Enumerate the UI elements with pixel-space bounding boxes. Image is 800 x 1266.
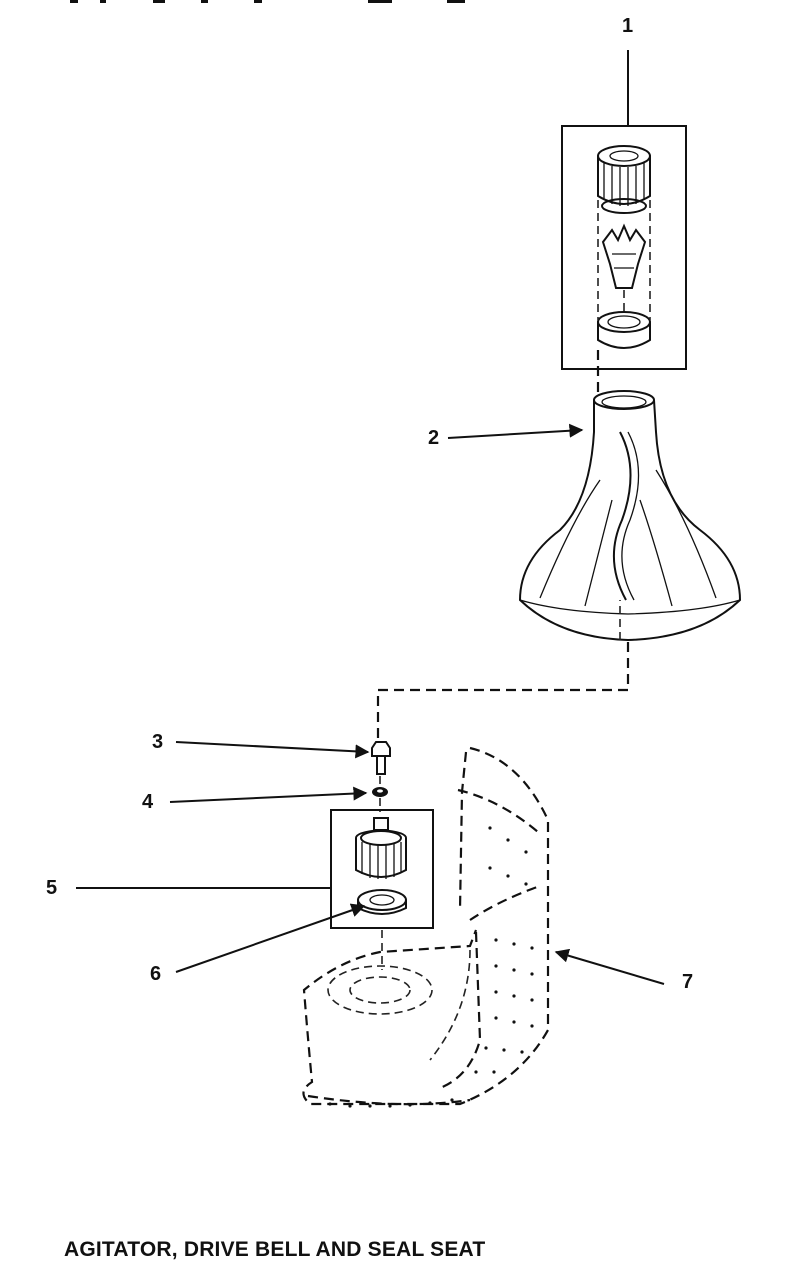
wash-tub — [302, 746, 550, 1108]
callout-5: 5 — [46, 877, 58, 899]
callout-3-leader — [175, 741, 370, 759]
callout-4-leader — [169, 786, 368, 803]
callout-6-leader — [175, 903, 366, 973]
bolt — [371, 741, 391, 775]
callout-4: 4 — [142, 791, 154, 813]
assembly-dashed-path — [376, 642, 630, 742]
diagram-caption: AGITATOR, DRIVE BELL AND SEAL SEAT — [64, 1238, 486, 1261]
callout-7: 7 — [682, 971, 694, 993]
cropped-top-marks — [70, 0, 465, 3]
agitator-spline — [601, 223, 647, 289]
callout-3: 3 — [152, 731, 164, 753]
seal-kit-box — [330, 809, 434, 929]
agitator-cap — [597, 145, 651, 214]
drive-bell — [518, 390, 742, 642]
callout-1: 1 — [622, 15, 634, 37]
washer — [372, 787, 388, 797]
agitator-kit-box — [561, 125, 687, 370]
agitator-base-ring — [597, 311, 651, 349]
callout-6: 6 — [150, 963, 162, 985]
callout-7-leader — [554, 948, 665, 985]
callout-2-leader — [447, 423, 584, 439]
tub-perforations — [328, 826, 534, 1108]
callout-2: 2 — [428, 427, 440, 449]
